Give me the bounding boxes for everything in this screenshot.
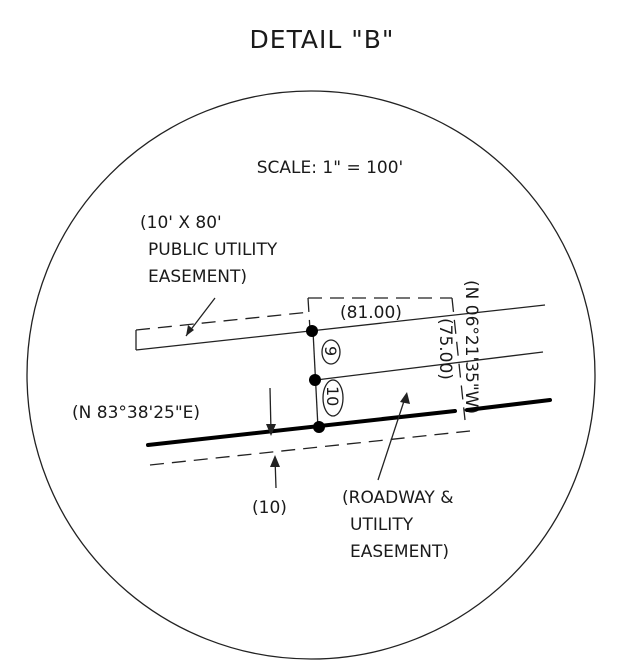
easement-top-dashed xyxy=(135,311,311,331)
dim-10-upper-arrowhead xyxy=(266,424,276,436)
roadway-heavy-left xyxy=(146,409,457,447)
lot-10-circle xyxy=(322,379,344,417)
public-easement-arrowhead xyxy=(186,325,194,336)
corner-dot-middle xyxy=(309,374,321,386)
corner-dot-north xyxy=(306,325,318,337)
lot-9-north-line xyxy=(309,304,546,332)
dimension-81: (81.00) xyxy=(340,303,402,323)
public-easement-label-line3: EASEMENT) xyxy=(148,267,247,287)
bearing-horizontal: (N 83°38'25"E) xyxy=(72,403,200,423)
roadway-lower-dashed xyxy=(149,430,471,466)
roadway-easement-arrowhead xyxy=(400,392,410,404)
easement-bottom-line xyxy=(135,330,311,351)
bearing-vertical: (N 06°21'35"W) xyxy=(461,280,481,414)
detail-title: DETAIL "B" xyxy=(250,25,395,54)
lot-9-10-line xyxy=(315,351,544,381)
roadway-easement-label-line2: UTILITY xyxy=(350,515,414,535)
detail-circle xyxy=(26,90,596,660)
roadway-easement-label-line3: EASEMENT) xyxy=(350,542,449,562)
dim-10-lower-arrowhead xyxy=(270,455,280,467)
roadway-easement-label-line1: (ROADWAY & xyxy=(342,488,453,508)
corner-dot-south xyxy=(313,421,325,433)
public-easement-label-line1: (10' X 80' xyxy=(140,213,222,233)
lot-10-label: 10 xyxy=(323,386,342,406)
lot-left-dashed-upper xyxy=(307,297,311,331)
dimension-75: (75.00) xyxy=(435,318,455,380)
dimension-10: (10) xyxy=(252,498,287,518)
scale-label: SCALE: 1" = 100' xyxy=(257,158,403,178)
public-easement-label-line2: PUBLIC UTILITY xyxy=(148,240,278,260)
roadway-heavy-right xyxy=(465,398,552,412)
roadway-easement-leader xyxy=(377,394,407,481)
lot-9-circle xyxy=(321,339,341,365)
lot-9-label: 9 xyxy=(321,346,340,356)
